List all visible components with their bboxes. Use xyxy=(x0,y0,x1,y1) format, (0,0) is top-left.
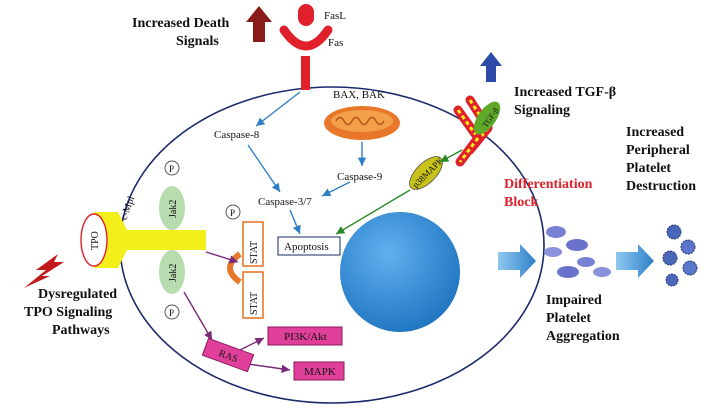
cmpl-label: c-Mpl xyxy=(119,195,138,222)
phospho-bottom-label: P xyxy=(169,308,174,318)
arrow-ras-to-mapk xyxy=(247,363,291,373)
arrow-jak-to-stat xyxy=(205,251,239,264)
arrow-p38-to-apoptosis xyxy=(335,189,411,235)
apoptosis-label: Apoptosis xyxy=(284,241,329,253)
arrow-ras-to-pi3k xyxy=(239,337,265,351)
bax-bak-label: BAX, BAK xyxy=(333,89,385,101)
mapk-box xyxy=(293,361,345,381)
jak2-top-oval xyxy=(159,186,185,230)
differentiation-block-line2: Block xyxy=(504,195,538,210)
tpo-label: TPO xyxy=(90,231,101,250)
differentiation-block-line1: Differentiation xyxy=(504,177,593,192)
apoptosis-box xyxy=(277,236,341,256)
tgf-up-arrow-icon xyxy=(480,52,502,82)
arrow-caspase9-to-caspase37 xyxy=(321,181,351,197)
arrow-caspase8-to-caspase37 xyxy=(247,144,281,193)
arrow-caspase37-to-apoptosis xyxy=(289,209,301,235)
dysregulated-line3: Pathways xyxy=(52,323,110,338)
death-signals-line2: Signals xyxy=(176,34,219,49)
fas-receptor xyxy=(279,4,333,90)
ras-box xyxy=(201,337,255,373)
tgf-signaling-line2: Signaling xyxy=(514,103,570,118)
stat-bottom-label: STAT xyxy=(249,292,260,315)
mitochondrion xyxy=(324,106,400,140)
stat-top-box xyxy=(242,221,264,267)
arrow-tgf-to-p38 xyxy=(439,149,463,163)
phospho-stat-circle xyxy=(225,204,241,220)
stat-arc xyxy=(227,251,242,285)
destruction-line3: Platelet xyxy=(626,161,671,176)
fas-label: Fas xyxy=(328,37,343,49)
block-arrow-2 xyxy=(616,244,654,278)
pi3k-box xyxy=(267,326,343,346)
tgf-signaling-line1: Increased TGF-β xyxy=(514,85,616,100)
mapk-label: MAPK xyxy=(304,366,336,378)
dysregulated-line2: TPO Signaling xyxy=(24,305,112,320)
arrow-fas-to-caspase8 xyxy=(255,91,301,127)
cmpl-receptor xyxy=(94,212,206,268)
arrow-jak-to-ras xyxy=(183,291,213,341)
jak2-bottom-oval xyxy=(159,250,185,294)
death-up-arrow-icon xyxy=(246,6,272,42)
destruction-line4: Destruction xyxy=(626,179,696,194)
fasl-label: FasL xyxy=(324,10,346,22)
block-arrow-1 xyxy=(498,244,536,278)
pi3k-label: PI3K/Akt xyxy=(284,331,327,343)
destruction-line2: Peripheral xyxy=(626,143,690,158)
caspase-9-label: Caspase-9 xyxy=(337,171,383,183)
aggregation-line2: Platelet xyxy=(546,311,591,326)
stat-top-label: STAT xyxy=(249,241,260,264)
phospho-top-circle xyxy=(164,160,180,176)
dysregulated-line1: Dysregulated xyxy=(38,287,117,302)
destruction-line1: Increased xyxy=(626,125,684,140)
phospho-bottom-circle xyxy=(164,304,180,320)
caspase-3-7-label: Caspase-3/7 xyxy=(258,196,312,208)
phospho-stat-label: P xyxy=(230,208,235,218)
stat-bottom-box xyxy=(242,271,264,319)
jak2-bottom-label: Jak2 xyxy=(168,264,179,282)
lightning-icon xyxy=(24,254,64,288)
platelets-cluster xyxy=(544,226,611,278)
phospho-top-label: P xyxy=(169,164,174,174)
aggregation-line1: Impaired xyxy=(546,293,602,308)
nucleus xyxy=(340,212,460,332)
death-signals-line1: Increased Death xyxy=(132,16,230,31)
tpo-oval xyxy=(80,213,108,267)
jak2-top-label: Jak2 xyxy=(168,200,179,218)
aggregation-line3: Aggregation xyxy=(546,329,620,344)
caspase-8-label: Caspase-8 xyxy=(214,129,260,141)
destroyed-platelets-cluster xyxy=(662,224,698,287)
tgf-beta-receptor xyxy=(453,95,501,167)
